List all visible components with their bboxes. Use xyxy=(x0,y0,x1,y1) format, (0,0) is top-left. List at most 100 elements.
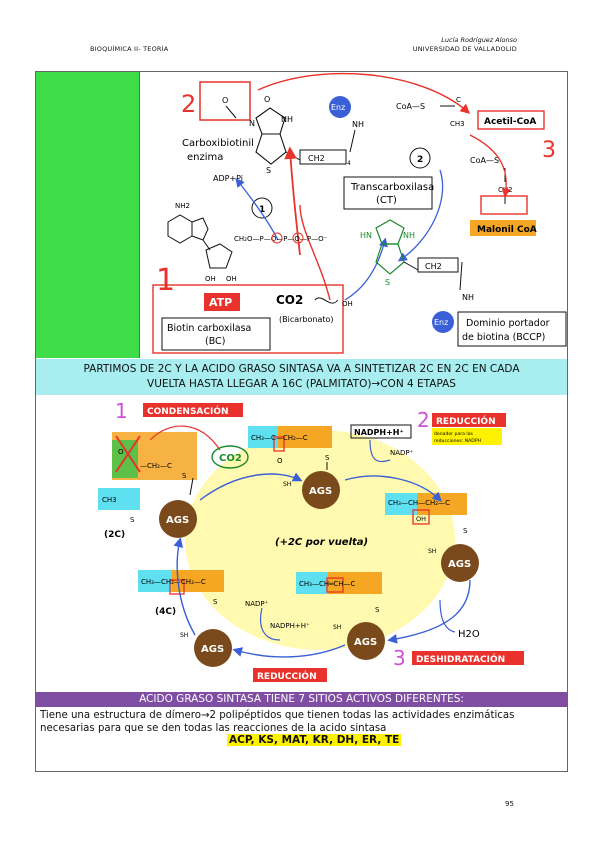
svg-text:—CH₂—C: —CH₂—C xyxy=(140,462,172,470)
atp-label: ATP xyxy=(209,296,232,309)
reduction-top-label: REDUCCIÓN xyxy=(436,415,496,427)
ags-right-label: AGS xyxy=(448,559,471,570)
condensation-label: CONDENSACIÓN xyxy=(147,405,229,417)
co2-circle xyxy=(211,445,249,469)
enz-label-bottom: Enz xyxy=(434,318,448,327)
sh-bottom-left: SH xyxy=(180,632,188,639)
chain-ch2: CH2 xyxy=(308,154,325,163)
cycle-hand-2: 2 xyxy=(417,408,430,432)
bottom-acyl-s: S xyxy=(375,606,380,614)
cycle-ellipse xyxy=(185,430,455,650)
hydroxy-oh: OH xyxy=(416,515,426,523)
malonyl-o: O xyxy=(118,448,124,456)
coa-s-malonyl: CoA—S xyxy=(470,156,499,165)
top-acyl-s: S xyxy=(325,454,330,462)
sh-bottom: SH xyxy=(333,624,341,631)
ring-s: S xyxy=(266,166,271,175)
enz-circle-bottom xyxy=(432,311,454,333)
svg-text:CH₃—CH═CH—C: CH₃—CH═CH—C xyxy=(299,580,355,588)
four-c-label: (4C) xyxy=(155,607,176,617)
svg-text:CH₂O—P—O—P—O—P—O⁻: CH₂O—P—O—P—O—P—O⁻ xyxy=(234,235,328,243)
carboxy-o: O xyxy=(222,96,228,105)
green-block xyxy=(36,72,139,358)
page-number: 95 xyxy=(505,800,514,808)
adp-pi: ADP+Pi xyxy=(213,174,243,183)
bc-outline xyxy=(152,284,344,354)
divider-line xyxy=(139,72,140,358)
acetyl-coa-label: Acetil-CoA xyxy=(484,117,536,127)
left-acyl-s: S xyxy=(213,598,218,606)
ring-n: N xyxy=(249,119,255,128)
header-university: UNIVERSIDAD DE VALLADOLID xyxy=(412,45,517,53)
two-c-label: (2C) xyxy=(104,530,125,540)
hand-number-1: 1 xyxy=(156,263,175,298)
per-turn-label: (+2C por vuelta) xyxy=(275,537,368,548)
acetyl-coa-box xyxy=(477,110,545,130)
bccp-nh: NH xyxy=(462,293,474,302)
cycle-co2: CO2 xyxy=(219,453,242,464)
svg-text:CH₃—CH—CH₂—C: CH₃—CH—CH₂—C xyxy=(388,499,450,507)
dehydration-label: DESHIDRATACIÓN xyxy=(416,653,505,665)
ribose-oh1: OH xyxy=(205,275,216,283)
enz-circle-top xyxy=(329,96,351,118)
active-sites-list: ACP, KS, MAT, KR, DH, ER, TE xyxy=(227,734,402,746)
bccp-box xyxy=(457,311,567,347)
ring-o: O xyxy=(264,95,270,104)
info-band: PARTIMOS DE 2C Y LA ACIDO GRASO SINTASA … xyxy=(36,359,567,395)
acetyl-ch3: CH3 xyxy=(450,120,465,128)
step1-circle xyxy=(251,197,273,219)
description-line1: Tiene una estructura de dímero→2 polipép… xyxy=(40,710,515,721)
dehydration-box xyxy=(412,651,524,665)
green-hn: HN xyxy=(360,231,372,240)
carboxybiotinyl-line1: Carboxibiotinil xyxy=(182,138,254,149)
transcarboxylase-box xyxy=(343,176,433,210)
transcarboxylase-line1: Transcarboxilasa xyxy=(350,182,434,193)
nadp-top: NADP⁺ xyxy=(390,449,414,457)
svg-text:4: 4 xyxy=(347,160,351,167)
reduction-bottom-box xyxy=(253,668,327,682)
step1-label: 1 xyxy=(259,205,265,215)
ribose-oh2: OH xyxy=(226,275,237,283)
ags-enzyme-bottom xyxy=(347,622,385,660)
ags-left-label: AGS xyxy=(166,515,189,526)
bccp-line1: Dominio portador xyxy=(466,318,550,329)
active-sites-title: ACIDO GRASO SINTASA TIENE 7 SITIOS ACTIV… xyxy=(36,692,567,707)
reduction-note-line1: donador para las xyxy=(434,431,474,437)
acetyl-s: S xyxy=(130,516,135,524)
reduction-note-line2: reducciones: NADPH xyxy=(434,438,481,444)
ags-enzyme-right xyxy=(441,544,479,582)
ags-enzyme-left xyxy=(159,500,197,538)
hand-number-3: 3 xyxy=(542,138,556,163)
sh-right: SH xyxy=(428,548,436,555)
malonyl-coa-label: Malonil CoA xyxy=(477,225,537,235)
carboxybiotinyl-line2: enzima xyxy=(187,152,223,163)
ags-bottom-left-label: AGS xyxy=(201,644,224,655)
malonyl-s: S xyxy=(182,472,187,480)
right-acyl-s: S xyxy=(463,527,468,535)
reduction-top-box xyxy=(432,413,506,427)
reduction-bottom-label: REDUCCIÓN xyxy=(257,670,317,682)
green-chain: CH2 xyxy=(425,262,442,271)
ags-enzyme-bottom-left xyxy=(194,629,232,667)
co2-label: CO2 xyxy=(276,293,303,307)
h2o-label: H2O xyxy=(458,629,480,640)
svg-text:CH₃—C—CH₂—C: CH₃—C—CH₂—C xyxy=(251,434,308,442)
biotin-carboxylase-box xyxy=(161,317,271,351)
header-course: BIOQUÍMICA II- TEORÍA xyxy=(90,45,169,53)
condensation-box xyxy=(143,403,243,417)
bicarbonate-label: (Bicarbonato) xyxy=(279,315,334,324)
top-acyl-o: O xyxy=(277,457,283,465)
step2-circle xyxy=(409,147,431,169)
bccp-line2: de biotina (BCCP) xyxy=(462,332,545,343)
enz-label-top: Enz xyxy=(331,103,345,112)
coa-s-top: CoA—S xyxy=(396,102,425,111)
transcarboxylase-line2: (CT) xyxy=(376,195,397,206)
nadph-top: NADPH+H⁺ xyxy=(354,428,404,437)
biotin-carboxylase-line1: Biotin carboxilasa xyxy=(167,323,251,334)
malonyl-coa-box xyxy=(470,220,536,236)
bicarbonate-oh: OH xyxy=(342,300,353,308)
hand-number-2: 2 xyxy=(181,90,196,118)
ags-bottom-label: AGS xyxy=(354,637,377,648)
